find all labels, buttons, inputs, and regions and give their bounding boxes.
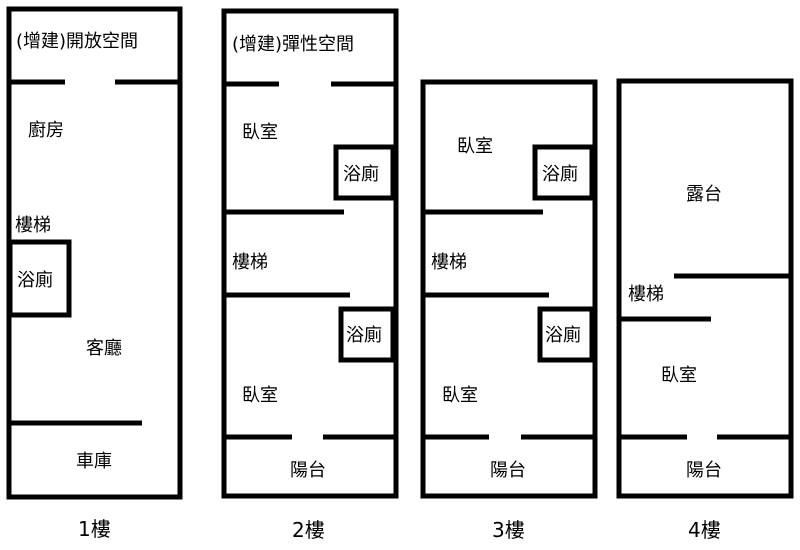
floor-4-outer-wall [616, 78, 794, 499]
floor-3-bedroom-a-label: 臥室 [457, 136, 493, 157]
floor-3-bathroom-a-label: 浴廁 [542, 163, 578, 185]
floor-2-caption: 2樓 [292, 518, 325, 542]
floor-1-kitchen-label: 廚房 [28, 119, 64, 141]
floor-3-stairs-label: 樓梯 [431, 252, 467, 273]
floor-1-living-room-label: 客廳 [86, 338, 122, 359]
floor-2-bathroom-b-label: 浴廁 [346, 324, 382, 346]
floor-3-plan: 臥室 浴廁 樓梯 浴廁 臥室 陽台 [420, 79, 598, 499]
floor-4-caption: 4樓 [688, 518, 721, 542]
floor-4-balcony-label: 陽台 [686, 460, 722, 481]
floor-2-bathroom-b-wall [338, 306, 396, 363]
floor-1-bathroom-label: 浴廁 [17, 269, 53, 291]
floor-3-caption: 3樓 [492, 518, 525, 542]
floor-4-plan: 露台 樓梯 臥室 陽台 [616, 78, 794, 499]
floor-2-bathroom-a-wall [333, 144, 396, 201]
floor-1-garage-label: 車庫 [76, 451, 112, 472]
floor-2-bathroom-a-label: 浴廁 [343, 163, 379, 185]
floor-3-balcony-label: 陽台 [490, 460, 526, 481]
floor-3-bedroom-b-label: 臥室 [442, 385, 478, 406]
floor-2-plan: (增建)彈性空間 臥室 浴廁 樓梯 浴廁 臥室 陽台 [221, 8, 399, 499]
floor-2-bedroom-b-label: 臥室 [242, 385, 278, 406]
floor-3-bathroom-b-label: 浴廁 [545, 324, 581, 346]
floor-1-plan: (增建)開放空間 廚房 樓梯 浴廁 客廳 車庫 [6, 6, 183, 500]
floor-4-terrace-label: 露台 [686, 184, 722, 205]
floor-2-flex-space-label: (增建)彈性空間 [232, 34, 354, 55]
floor-4-stairs-label: 樓梯 [628, 284, 664, 305]
floor-3-bathroom-a-wall [532, 144, 595, 201]
floor-2-bedroom-a-label: 臥室 [242, 122, 278, 143]
floor-2-outer-wall [221, 8, 399, 499]
floor-1-open-space-label: (增建)開放空間 [16, 31, 138, 52]
floor-3-outer-wall [420, 79, 598, 499]
floor-4-bedroom-label: 臥室 [661, 365, 697, 386]
floor-1-caption: 1樓 [78, 517, 111, 541]
floor-2-balcony-label: 陽台 [290, 460, 326, 481]
floor-3-bathroom-b-wall [537, 306, 595, 363]
floor-1-stairs-label: 樓梯 [15, 215, 51, 236]
floor-2-stairs-label: 樓梯 [232, 252, 268, 273]
floor-1-bathroom-wall [7, 239, 72, 318]
